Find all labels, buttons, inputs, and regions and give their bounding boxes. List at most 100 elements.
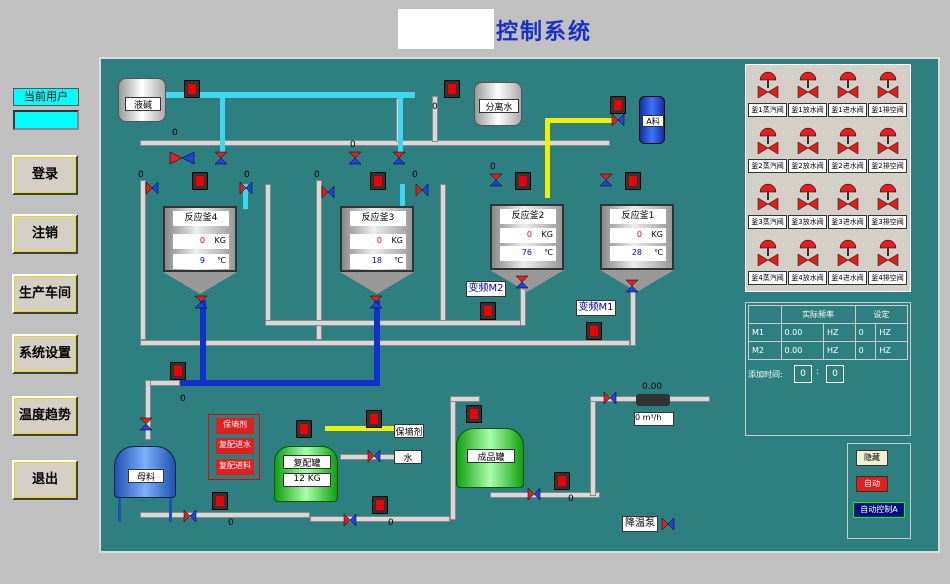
valve-status-label: 釜4蒸汽阀 xyxy=(748,271,787,285)
valve-icon xyxy=(757,239,779,267)
zero-readout: 0 xyxy=(432,102,438,112)
reactor-3-motor-icon[interactable] xyxy=(370,172,386,190)
reactor-name: 反应釜3 xyxy=(350,211,406,226)
valve-icon xyxy=(877,127,899,155)
valve-icon xyxy=(877,183,899,211)
valve-status-item[interactable]: 釜1排空阀 xyxy=(868,68,907,118)
material-a-pipe xyxy=(545,118,550,198)
login-button[interactable]: 登录 xyxy=(12,155,78,195)
alkali-pipe xyxy=(243,184,248,209)
workshop-button[interactable]: 生产车间 xyxy=(12,274,78,314)
settings-button[interactable]: 系统设置 xyxy=(12,334,78,374)
valve-status-item[interactable]: 釜1进水阀 xyxy=(828,68,867,118)
mother-out-pump-icon[interactable] xyxy=(212,492,228,510)
valve-icon xyxy=(837,183,859,211)
vfd-m1-motor-icon[interactable] xyxy=(586,322,602,340)
valve-status-grid: 釜1蒸汽阀釜1放水阀釜1进水阀釜1排空阀釜2蒸汽阀釜2放水阀釜2进水阀釜2排空阀… xyxy=(747,66,909,290)
valve-status-label: 釜2放水阀 xyxy=(788,159,827,173)
valve-status-label: 釜2排空阀 xyxy=(868,159,907,173)
valve-icon xyxy=(617,113,625,127)
valve-status-item[interactable]: 釜3放水阀 xyxy=(788,180,827,230)
valve-status-item[interactable]: 釜4蒸汽阀 xyxy=(748,236,787,286)
mixing-motor-icon[interactable] xyxy=(296,420,312,438)
valve-status-item[interactable]: 釜2蒸汽阀 xyxy=(748,124,787,174)
mix-water-button[interactable]: 复配进水 xyxy=(216,438,254,454)
mixing-tank: 复配罐 12 KG xyxy=(274,446,338,502)
valve-status-label: 釜1排空阀 xyxy=(868,103,907,117)
mixing-tank-label: 复配罐 xyxy=(283,455,331,469)
valve-status-label: 釜3蒸汽阀 xyxy=(748,215,787,229)
mixing-out-pump-icon[interactable] xyxy=(372,496,388,514)
exit-button[interactable]: 退出 xyxy=(12,460,78,500)
reactor-name: 反应釜2 xyxy=(500,209,556,224)
valve-status-item[interactable]: 釜1蒸汽阀 xyxy=(748,68,787,118)
top-pipe xyxy=(140,140,610,146)
reactor-4-motor-icon[interactable] xyxy=(192,172,208,190)
zero-readout: 0 xyxy=(388,518,394,528)
valve-icon xyxy=(757,71,779,99)
alkali-pipe xyxy=(220,92,225,152)
water-pump-icon[interactable] xyxy=(444,80,460,98)
valve-status-label: 釜3放水阀 xyxy=(788,215,827,229)
valve-status-item[interactable]: 釜2排空阀 xyxy=(868,124,907,174)
valve-icon xyxy=(194,295,208,303)
hide-button[interactable]: 隐藏 xyxy=(856,450,888,466)
temp-trend-button[interactable]: 温度趋势 xyxy=(12,396,78,436)
alkali-pipe xyxy=(398,92,403,152)
vfd-m2-label[interactable]: 变频M2 xyxy=(466,281,506,297)
mix-feed-button[interactable]: 复配进料 xyxy=(216,459,254,475)
reactor-2-motor-icon[interactable] xyxy=(515,172,531,190)
reactor-1-motor-icon[interactable] xyxy=(625,172,641,190)
valve-icon xyxy=(373,449,381,463)
valve-status-item[interactable]: 釜4放水阀 xyxy=(788,236,827,286)
vfd-m1-label[interactable]: 变频M1 xyxy=(576,300,616,316)
pipe xyxy=(316,180,322,340)
cooling-pump-label[interactable]: 降温泵 xyxy=(622,516,658,532)
page-title: 控制系统 xyxy=(496,20,593,45)
auto-control-a-button[interactable]: 自动控制A xyxy=(853,502,905,518)
valve-status-item[interactable]: 釜1放水阀 xyxy=(788,68,827,118)
valve-status-item[interactable]: 釜2进水阀 xyxy=(828,124,867,174)
pipe xyxy=(490,492,600,498)
auto-button[interactable]: 自动 xyxy=(856,476,888,492)
valve-status-item[interactable]: 釜2放水阀 xyxy=(788,124,827,174)
product-pump-icon[interactable] xyxy=(554,472,570,490)
logout-button[interactable]: 注销 xyxy=(12,214,78,254)
zero-readout: 0 xyxy=(138,170,144,180)
zero-readout: 0 xyxy=(228,518,234,528)
vfd-m2-motor-icon[interactable] xyxy=(480,302,496,320)
valve-icon xyxy=(348,157,362,165)
add-time-hour[interactable]: 0 xyxy=(794,365,812,383)
zero-readout: 0 xyxy=(314,170,320,180)
reactor-temp: 18℃ xyxy=(350,254,406,269)
valve-icon xyxy=(667,517,675,531)
product-motor-icon[interactable] xyxy=(466,405,482,423)
valve-status-item[interactable]: 釜3进水阀 xyxy=(828,180,867,230)
zero-readout: 0 xyxy=(490,162,496,172)
preservative-pump-icon[interactable] xyxy=(366,410,382,428)
valve-status-label: 釜4进水阀 xyxy=(828,271,867,285)
alkali-pump-icon[interactable] xyxy=(184,80,200,98)
valve-icon xyxy=(489,179,503,187)
material-a-pump-icon[interactable] xyxy=(610,96,626,114)
valve-icon xyxy=(757,183,779,211)
current-user-label: 当前用户 xyxy=(13,88,79,106)
valve-status-item[interactable]: 釜3蒸汽阀 xyxy=(748,180,787,230)
valve-status-item[interactable]: 釜3排空阀 xyxy=(868,180,907,230)
valve-icon xyxy=(348,151,362,159)
valve-status-table xyxy=(745,64,911,292)
valve-status-item[interactable]: 釜4排空阀 xyxy=(868,236,907,286)
preservative-button[interactable]: 保墒剂 xyxy=(216,418,254,434)
material-a-tank: A料 xyxy=(639,96,665,144)
mother-liquor-label: 母料 xyxy=(128,469,164,483)
valve-status-item[interactable]: 釜4进水阀 xyxy=(828,236,867,286)
material-a-label: A料 xyxy=(642,115,664,127)
add-time-minute[interactable]: 0 xyxy=(826,365,844,383)
reactor-temp: 28℃ xyxy=(610,246,666,261)
mother-pump-icon[interactable] xyxy=(170,362,186,380)
